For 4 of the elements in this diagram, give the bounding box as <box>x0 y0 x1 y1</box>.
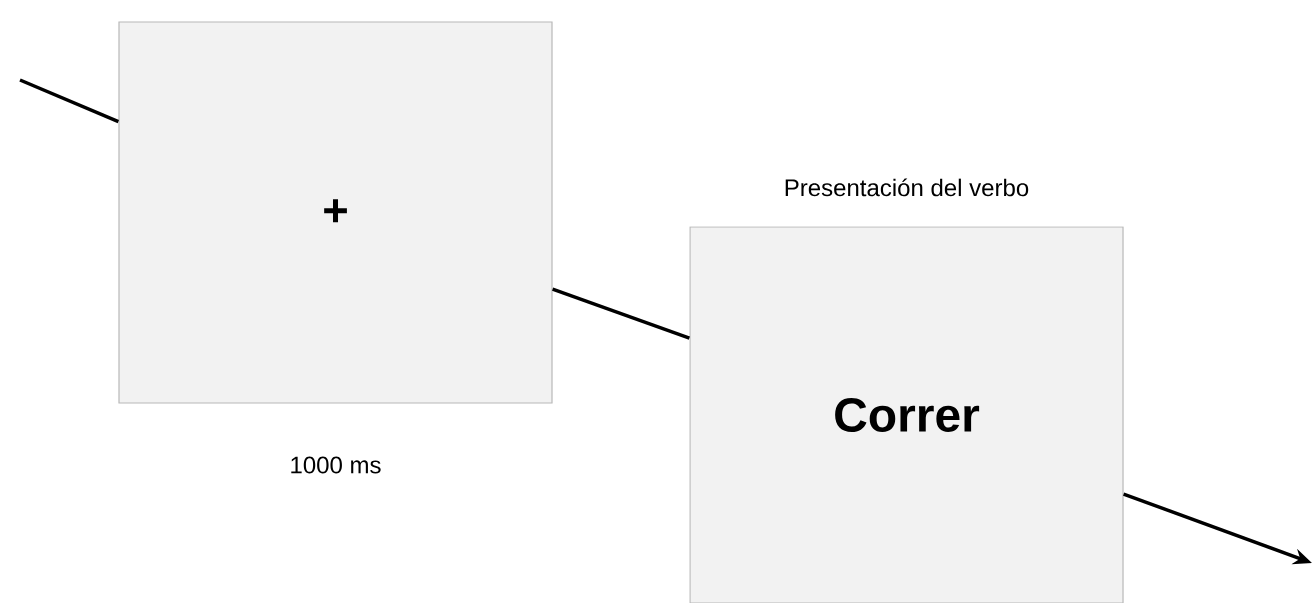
stimulus-screen: + <box>118 21 553 404</box>
duration-label: 1000 ms <box>291 456 381 474</box>
stimulus-screen: Correr <box>689 226 1124 603</box>
heading: Presentación del verbo <box>785 178 1029 197</box>
